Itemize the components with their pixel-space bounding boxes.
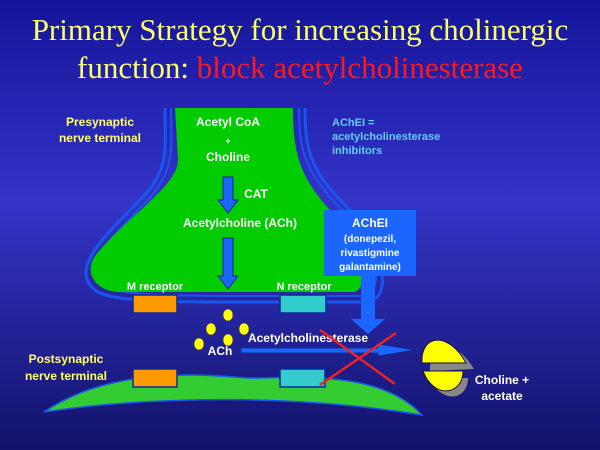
acetate-half xyxy=(422,370,464,392)
title-line-1: Primary Strategy for increasing choliner… xyxy=(32,12,569,47)
acetylcholine-label: Acetylcholine (ACh) xyxy=(183,216,297,230)
n-receptor-label: N receptor xyxy=(276,281,332,293)
presynaptic-label: Presynaptic xyxy=(66,115,134,129)
m-receptor-pre xyxy=(132,294,178,314)
presynaptic-label-2: nerve terminal xyxy=(59,131,141,145)
achei-drug-2: rivastigmine xyxy=(341,248,400,259)
inhibition-arrow xyxy=(351,276,385,334)
acetylcholinesterase-label: Acetylcholinesterase xyxy=(248,331,368,345)
ach-molecule xyxy=(222,333,234,347)
choline-half xyxy=(421,339,467,364)
m-receptor-post xyxy=(132,368,178,388)
achei-box-title: AChEI xyxy=(352,216,388,230)
acetyl-coa-label: Acetyl CoA xyxy=(196,115,260,129)
products-label-2: acetate xyxy=(481,389,523,403)
legend-line-1: AChEI = xyxy=(332,117,374,129)
choline-label: Choline xyxy=(206,150,250,164)
postsynaptic-label: Postsynaptic xyxy=(29,352,104,366)
legend-line-3: inhibitors xyxy=(332,145,382,157)
achei-drug-3: galantamine) xyxy=(339,262,401,273)
ach-molecule xyxy=(222,308,234,322)
ach-molecule xyxy=(193,337,205,351)
synthesis-arrow xyxy=(216,176,240,214)
achei-drug-1: (donepezil, xyxy=(344,234,396,245)
products-label: Choline + xyxy=(475,373,529,387)
release-arrow xyxy=(216,237,240,290)
plus-label: + xyxy=(225,136,230,146)
title-highlight: block acetylcholinesterase xyxy=(197,50,523,85)
hydrolysis-arrow xyxy=(240,343,416,357)
ach-molecules xyxy=(193,308,250,351)
ach-molecule xyxy=(238,322,250,336)
cat-label: CAT xyxy=(244,187,268,201)
n-receptor-pre xyxy=(279,294,327,314)
ach-molecule xyxy=(205,322,217,336)
n-receptor-post xyxy=(279,368,326,388)
title-prefix: function: xyxy=(77,50,197,85)
ach-label: ACh xyxy=(208,344,233,358)
title-line-2: function: block acetylcholinesterase xyxy=(77,50,523,85)
m-receptor-label: M receptor xyxy=(127,281,184,293)
achei-box xyxy=(324,210,416,276)
postsynaptic-label-2: nerve terminal xyxy=(25,369,107,383)
legend-line-2: acetylcholinesterase xyxy=(332,131,440,143)
block-x-icon xyxy=(319,328,397,387)
